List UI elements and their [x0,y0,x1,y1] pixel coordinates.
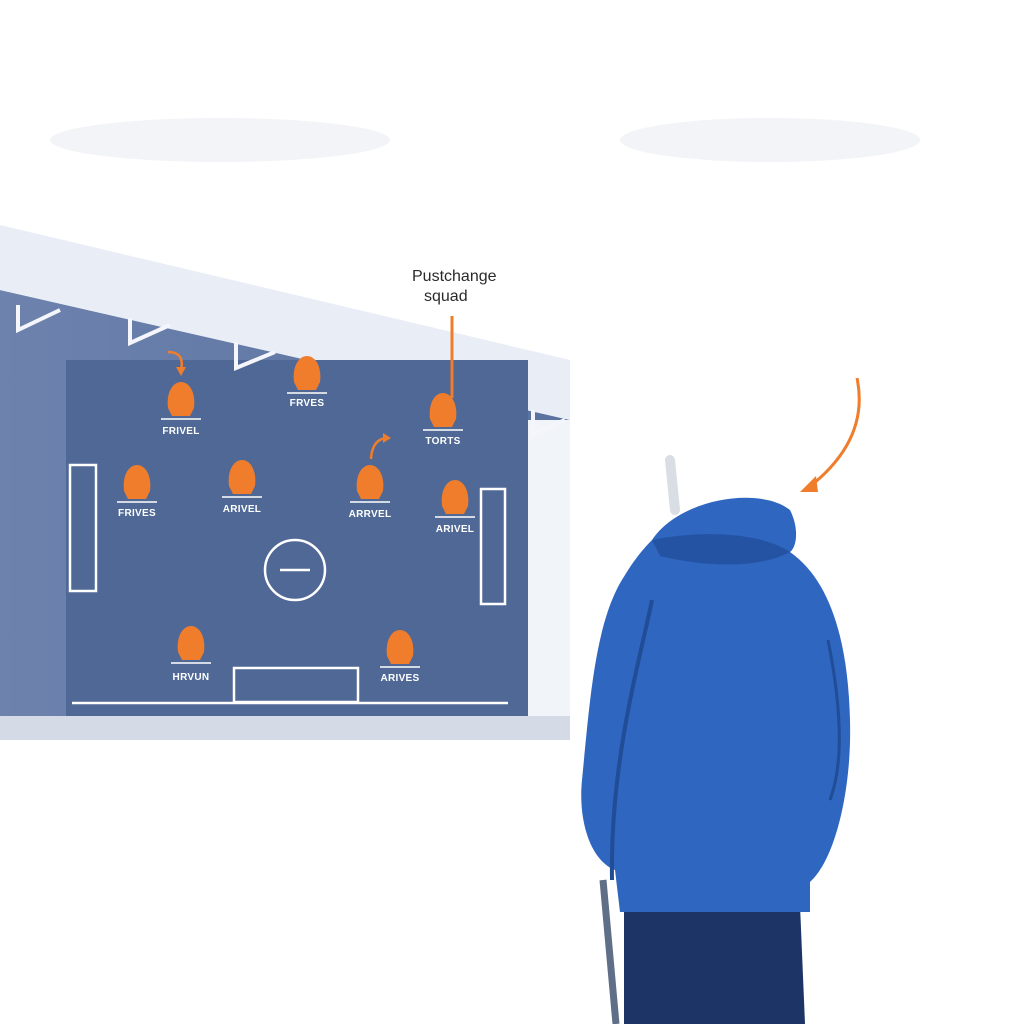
walking-stick [599,879,620,1024]
headphone-cable [665,455,680,515]
annotation-line-2: squad [424,288,468,305]
player-label: FRIVES [118,508,156,519]
board-base [0,716,570,740]
player-marker-icon [441,480,469,514]
player-marker: FRVES [287,356,327,409]
center-circle [263,538,327,602]
annotation: Pustchange squad [412,268,497,398]
tactics-board: FRIVEL FRVES TORTS FRIVES ARIVEL ARRVEL ARIVEL… [0,225,570,740]
right-penalty-box [479,487,507,606]
hood-shadow [652,534,790,565]
background-clouds [50,118,920,162]
player-label: ARIVEL [436,524,474,535]
swap-arrowhead [383,433,391,443]
person-figure [581,455,851,1024]
player-marker-icon [356,465,384,499]
board-brackets [16,305,566,438]
player-marker-icon [167,382,195,416]
hoodie-body [581,497,851,912]
board-wall-side [527,420,570,740]
player-marker: ARIVEL [435,480,475,535]
pitch-panel [66,360,528,716]
left-penalty-box [68,463,98,593]
player-label: TORTS [425,436,460,447]
player-marker-icon [429,393,457,427]
player-label: ARRVEL [349,509,392,520]
player-label: FRVES [290,398,325,409]
player-marker-icon [293,356,321,390]
pointer-arrowhead [800,476,818,492]
player-marker-icon [228,460,256,494]
player-marker: ARRVEL [349,465,392,520]
player-label: FRIVEL [162,426,199,437]
player-marker: FRIVES [117,465,157,519]
player-label: HRVUN [173,672,210,683]
player-marker: HRVUN [171,626,211,683]
player-marker: FRIVEL [161,382,201,437]
annotation-line-1: Pustchange [412,268,497,285]
player-marker-icon [123,465,151,499]
player-label: ARIVEL [223,504,261,515]
player-marker-icon [177,626,205,660]
player-label: ARIVES [380,673,419,684]
player-marker-icon [386,630,414,664]
arm-crease [609,599,654,881]
pants [624,905,805,1024]
player-marker: ARIVES [380,630,420,684]
player-markers: FRIVEL FRVES TORTS FRIVES ARIVEL ARRVEL ARIVEL… [117,356,475,684]
pitch-lines [68,463,508,705]
pointer-arrow-icon [807,377,861,490]
swap-arrowhead [176,367,186,376]
arm-crease [826,639,841,801]
player-marker: ARIVEL [222,460,262,515]
player-marker: TORTS [423,393,463,447]
